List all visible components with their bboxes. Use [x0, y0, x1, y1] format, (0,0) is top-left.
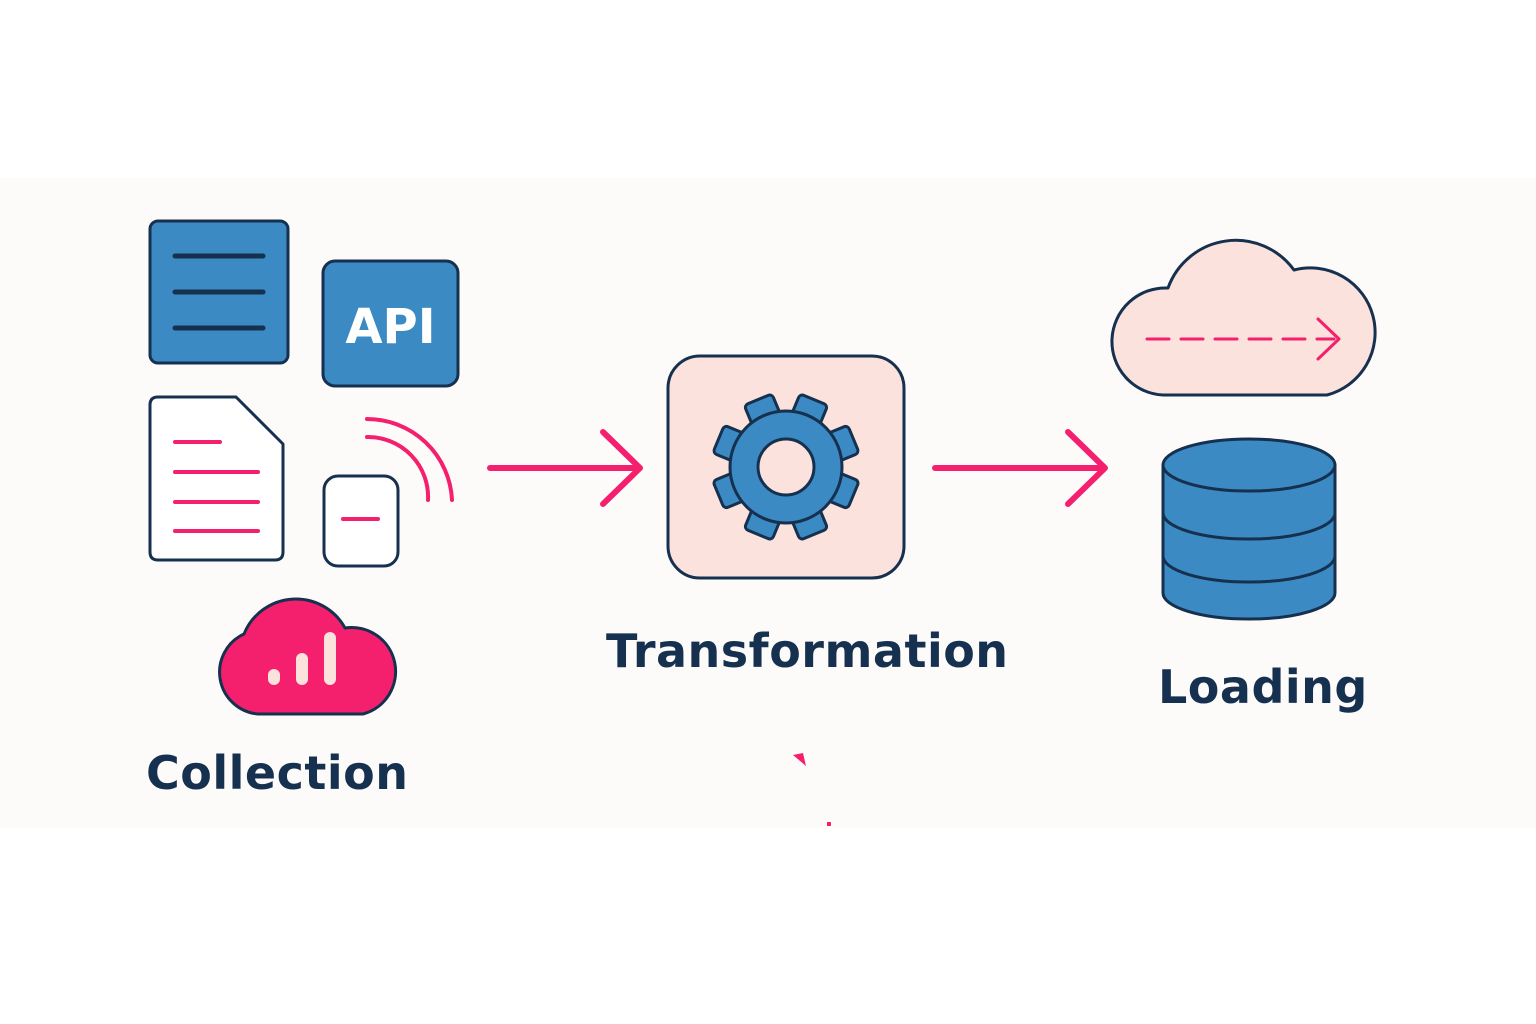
decorative-mark [793, 753, 831, 826]
stage-label-collection: Collection [146, 746, 409, 800]
wireless-device-icon [322, 416, 454, 568]
database-table-icon [148, 219, 290, 365]
gear-icon [712, 393, 860, 541]
stage-label-loading: Loading [1158, 660, 1368, 714]
flow-arrow-collection-to-transformation [487, 429, 643, 507]
api-icon: API [321, 259, 460, 388]
gear-hole [756, 437, 816, 497]
cloud-transfer-icon [1110, 238, 1377, 397]
api-badge-text: API [345, 299, 435, 355]
document-icon [148, 395, 285, 562]
cloud-analytics-icon [218, 597, 398, 716]
stage-label-transformation: Transformation [606, 624, 1009, 678]
database-icon [1161, 437, 1337, 621]
flow-arrow-transformation-to-loading [932, 429, 1108, 507]
